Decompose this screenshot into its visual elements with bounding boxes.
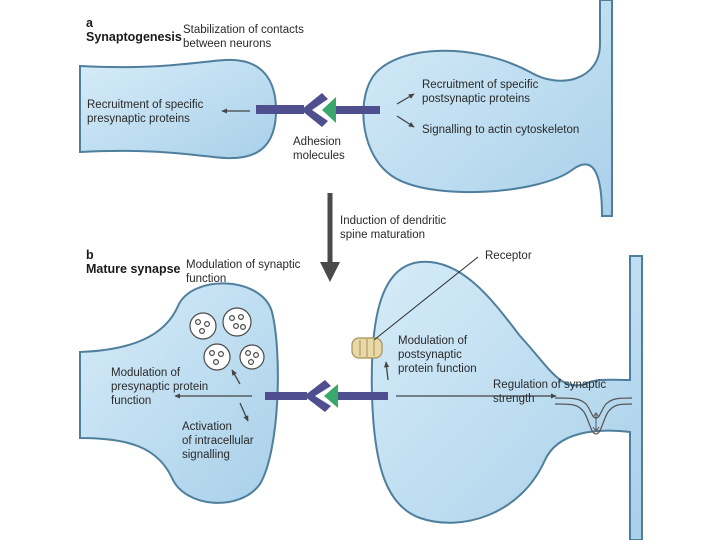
arrow-to-postsynaptic-modulation bbox=[383, 361, 390, 381]
postsynaptic-dendrite-b bbox=[370, 255, 643, 541]
panel-a-letter: a bbox=[86, 16, 93, 30]
label-modulation-synaptic: Modulation of synaptic function bbox=[186, 259, 301, 285]
label-modulation-presynaptic: Modulation of presynaptic protein functi… bbox=[111, 367, 209, 407]
arrow-to-postsynaptic-recruit bbox=[396, 93, 415, 105]
label-transition: Induction of dendritic spine maturation bbox=[340, 215, 447, 241]
vesicle-3 bbox=[203, 343, 231, 371]
vesicle-4 bbox=[239, 344, 265, 370]
label-stabilization: Stabilization of contacts between neuron… bbox=[183, 24, 304, 50]
label-recruit-postsynaptic: Recruitment of specific postsynaptic pro… bbox=[422, 79, 539, 105]
label-signalling-actin: Signalling to actin cytoskeleton bbox=[422, 124, 580, 136]
panel-a-heading: a Synaptogenesis bbox=[86, 2, 182, 44]
adhesion-molecule-a bbox=[256, 93, 380, 127]
label-regulation-strength: Regulation of synaptic strength bbox=[493, 379, 607, 405]
label-modulation-postsynaptic: Modulation of postsynaptic protein funct… bbox=[398, 335, 477, 375]
panel-b-letter: b bbox=[86, 248, 94, 262]
label-receptor: Receptor bbox=[485, 250, 532, 262]
panel-a-title: Synaptogenesis bbox=[86, 30, 182, 44]
label-recruit-presynaptic: Recruitment of specific presynaptic prot… bbox=[87, 99, 204, 125]
receptor-shape bbox=[351, 337, 383, 359]
presynaptic-terminal-b bbox=[79, 282, 279, 504]
label-adhesion-molecules: Adhesion molecules bbox=[293, 136, 345, 162]
arrow-to-actin bbox=[396, 115, 415, 128]
synaptic-vesicles bbox=[189, 307, 265, 371]
adhesion-molecule-b bbox=[265, 380, 388, 412]
panel-b-heading: b Mature synapse bbox=[86, 234, 180, 276]
postsynaptic-dendrite-a bbox=[362, 0, 613, 217]
vesicle-1 bbox=[189, 312, 217, 340]
receptor-leader-line bbox=[373, 256, 479, 341]
vesicle-2 bbox=[222, 307, 252, 337]
synaptic-strength-trace bbox=[554, 397, 633, 435]
arrow-to-activation bbox=[239, 402, 249, 422]
panel-b-title: Mature synapse bbox=[86, 262, 181, 276]
label-activation-signalling: Activation of intracellular signalling bbox=[182, 421, 254, 461]
arrow-to-vesicles bbox=[231, 369, 241, 385]
